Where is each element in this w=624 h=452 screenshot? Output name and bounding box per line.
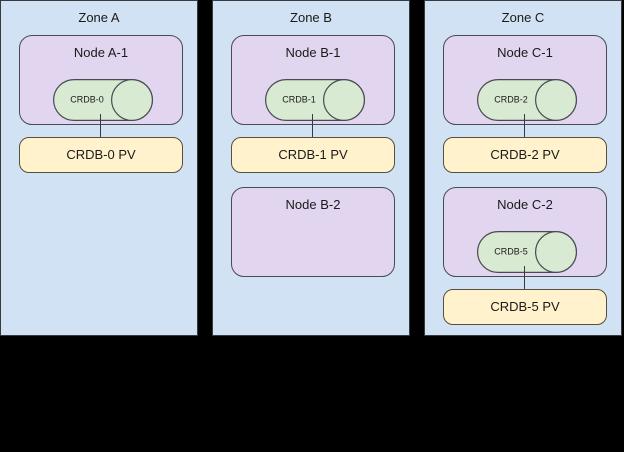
node-c-2: Node C-2 CRDB-5 (443, 187, 607, 277)
cylinder-shape (265, 79, 365, 121)
zone-c: Zone C Node C-1 CRDB-2 CRDB-2 PV Node C-… (424, 0, 622, 336)
node-c-2-title: Node C-2 (497, 197, 553, 212)
node-b-1-title: Node B-1 (285, 45, 341, 60)
cylinder-shape (477, 79, 577, 121)
pv-crdb-1: CRDB-1 PV (231, 137, 395, 173)
pv-crdb-1-label: CRDB-1 PV (278, 147, 348, 162)
pod-crdb-0-label: CRDB-0 (70, 94, 104, 105)
pv-crdb-2-label: CRDB-2 PV (490, 147, 560, 162)
cylinder-shape (53, 79, 153, 121)
pv-crdb-0: CRDB-0 PV (19, 137, 183, 173)
pod-crdb-2-label: CRDB-2 (494, 94, 528, 105)
connector-node-c-2-to-crdb-5-pv (524, 266, 525, 289)
node-a-1: Node A-1 CRDB-0 (19, 35, 183, 125)
zone-b-title: Zone B (290, 10, 332, 25)
node-c-1-title: Node C-1 (497, 45, 553, 60)
cylinder-shape (477, 231, 577, 273)
pv-crdb-5-label: CRDB-5 PV (490, 299, 560, 314)
zone-a: Zone A Node A-1 CRDB-0 CRDB-0 PV (0, 0, 198, 336)
zone-c-title: Zone C (501, 10, 545, 25)
zone-b: Zone B Node B-1 CRDB-1 CRDB-1 PV Node B-… (212, 0, 410, 336)
pv-crdb-5: CRDB-5 PV (443, 289, 607, 325)
pod-crdb-5: CRDB-5 (477, 231, 577, 273)
node-c-1: Node C-1 CRDB-2 (443, 35, 607, 125)
node-b-2: Node B-2 (231, 187, 395, 277)
pod-crdb-1-label: CRDB-1 (282, 94, 316, 105)
connector-node-c-1-to-crdb-2-pv (524, 114, 525, 137)
connector-node-b-1-to-crdb-1-pv (312, 114, 313, 137)
pod-crdb-1: CRDB-1 (265, 79, 365, 121)
pod-crdb-0: CRDB-0 (53, 79, 153, 121)
zone-a-title: Zone A (78, 10, 120, 25)
pod-crdb-5-label: CRDB-5 (494, 246, 528, 257)
pv-crdb-2: CRDB-2 PV (443, 137, 607, 173)
pv-crdb-0-label: CRDB-0 PV (66, 147, 136, 162)
node-b-1: Node B-1 CRDB-1 (231, 35, 395, 125)
connector-node-a-1-to-crdb-0-pv (100, 114, 101, 137)
node-a-1-title: Node A-1 (73, 45, 129, 60)
pod-crdb-2: CRDB-2 (477, 79, 577, 121)
node-b-2-title: Node B-2 (285, 197, 341, 212)
